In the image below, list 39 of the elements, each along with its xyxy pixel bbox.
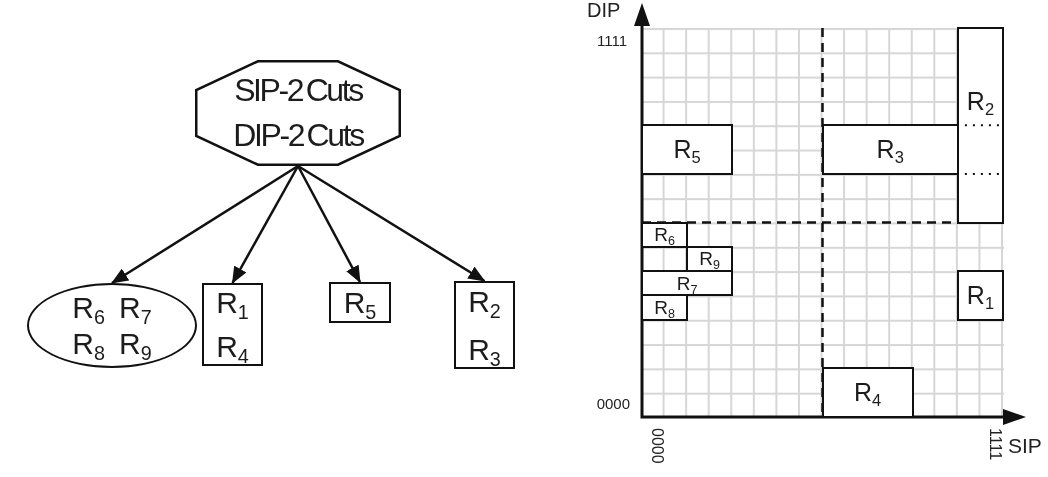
rule-label: R$_{6}$ xyxy=(654,225,675,245)
rule-label: R$_{5}$ xyxy=(343,286,377,319)
axis-title: DIP xyxy=(587,0,621,20)
rule-rectangle xyxy=(821,367,914,418)
rule-rectangle xyxy=(641,294,689,321)
octagon-node xyxy=(195,60,401,166)
rule-label: R$_{7}$ xyxy=(119,291,152,324)
rule-label: R$_{2}$ xyxy=(966,89,995,114)
rule-label: R$_{1}$ xyxy=(216,286,249,319)
arrow xyxy=(111,164,299,285)
rule-rectangle xyxy=(821,124,959,175)
rule-label: R$_{4}$ xyxy=(216,330,249,363)
arrow xyxy=(297,164,486,283)
rule-rectangle xyxy=(956,27,1004,224)
rule-label: R$_{5}$ xyxy=(673,137,701,163)
axis-title: SIP xyxy=(1008,434,1042,459)
tick-label: 1111 xyxy=(596,32,627,50)
rule-label: R$_{9}$ xyxy=(699,249,721,269)
rule-label: R$_{7}$ xyxy=(676,273,698,293)
arrow xyxy=(231,165,300,284)
arrow xyxy=(296,165,362,283)
cut-label: SIP-2 Cuts xyxy=(234,72,362,108)
rule-rectangle xyxy=(956,270,1004,321)
rule-label: R$_{4}$ xyxy=(854,380,882,406)
cut-label: DIP-2 Cuts xyxy=(233,118,363,154)
rule-label: R$_{9}$ xyxy=(119,327,152,360)
rule-label: R$_{2}$ xyxy=(468,284,501,318)
rule-label: R$_{8}$ xyxy=(654,298,675,318)
rule-label: R$_{3}$ xyxy=(876,137,904,163)
rule-rectangle xyxy=(641,270,734,297)
tick-label: 0000 xyxy=(596,395,630,413)
tick-label: 0000 xyxy=(648,428,667,464)
rule-rectangle xyxy=(641,221,689,248)
rule-label: R$_{8}$ xyxy=(72,327,105,360)
tick-label: 1111 xyxy=(986,428,1005,461)
rule-label: R$_{1}$ xyxy=(966,282,995,308)
rule-rectangle xyxy=(641,124,734,175)
rule-label: R$_{6}$ xyxy=(72,291,105,324)
rule-label: R$_{3}$ xyxy=(468,332,501,366)
